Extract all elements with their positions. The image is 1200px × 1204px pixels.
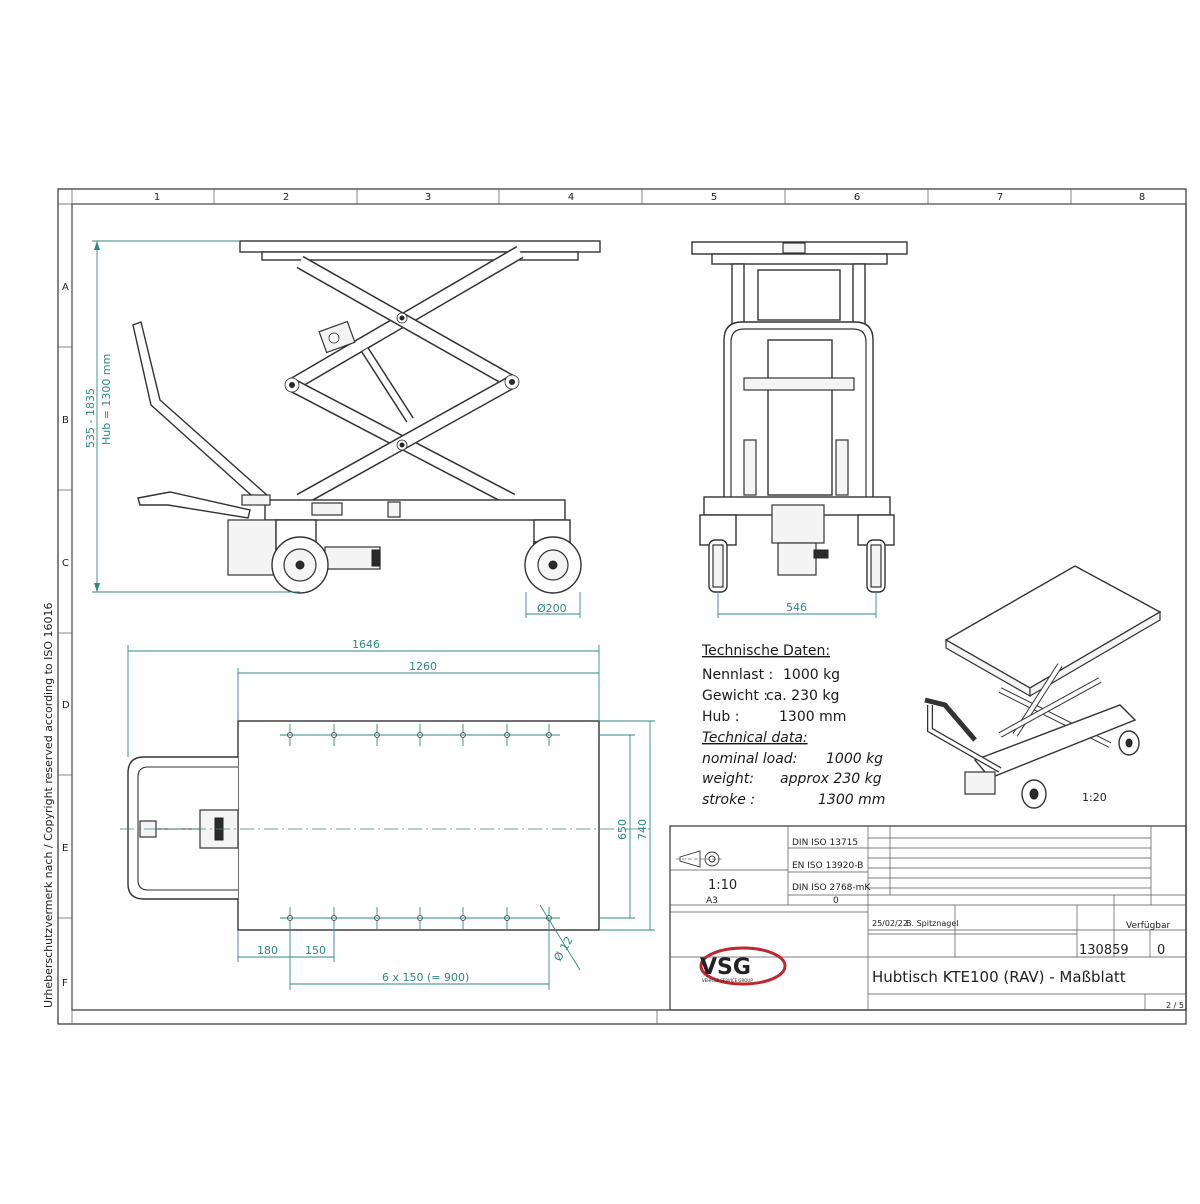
row-label-e: E — [62, 843, 68, 854]
col-label-3: 3 — [425, 192, 431, 203]
tech-de-value-1: ca. 230 kg — [766, 688, 839, 704]
tb-revision: 0 — [1157, 943, 1165, 958]
col-label-8: 8 — [1139, 192, 1145, 203]
tech-en-value-1: approx 230 kg — [780, 771, 882, 787]
logo-text: VSG — [700, 955, 751, 980]
tech-en-label-0: nominal load: — [702, 751, 797, 767]
column-grid: 1 2 3 4 5 6 7 8 — [154, 189, 1145, 204]
tb-status: Verfügbar — [1126, 921, 1171, 931]
tech-de-value-0: 1000 kg — [783, 667, 840, 683]
tb-standard-2: EN ISO 13920-B — [792, 861, 863, 871]
tech-en-value-0: 1000 kg — [826, 751, 883, 767]
top-dimensions: 1646 1260 650 740 180 150 6 x 150 (= 900… — [127, 638, 655, 990]
col-label-7: 7 — [997, 192, 1003, 203]
isometric-view: 1:20 — [924, 565, 1162, 809]
tech-de-label-0: Nennlast : — [702, 667, 773, 683]
col-label-6: 6 — [854, 192, 860, 203]
iso-scale-label: 1:20 — [1082, 791, 1107, 804]
tb-scale: 1:10 — [708, 878, 737, 893]
tech-en-label-2: stroke : — [702, 792, 755, 808]
col-label-4: 4 — [568, 192, 574, 203]
vsg-logo: VSG VEHICLE SERVICE GROUP — [699, 946, 787, 986]
title-block: DIN ISO 13715 EN ISO 13920-B DIN ISO 276… — [669, 825, 1187, 1011]
tb-drawn-by: B. Spitznagel — [906, 919, 958, 928]
tech-title-de: Technische Daten: — [701, 643, 830, 659]
row-grid: A B C D E F — [58, 282, 72, 989]
projection-symbol-icon — [676, 850, 724, 868]
tech-en-label-1: weight: — [702, 771, 754, 787]
row-label-b: B — [62, 415, 69, 426]
tech-de-label-2: Hub : — [702, 709, 739, 725]
col-label-5: 5 — [711, 192, 717, 203]
tech-de-value-2: 1300 mm — [779, 709, 846, 725]
tech-title-en: Technical data: — [702, 730, 808, 746]
tb-date: 25/02/22 — [872, 919, 908, 928]
top-view — [120, 720, 650, 931]
dim-hole-offset: 150 — [305, 944, 326, 957]
row-label-d: D — [62, 700, 70, 711]
tb-standard-3: DIN ISO 2768-mK — [792, 883, 871, 893]
col-label-1: 1 — [154, 192, 160, 203]
row-label-f: F — [62, 978, 68, 989]
dim-table-width: 650 — [616, 819, 629, 840]
dim-overall-width: 740 — [636, 819, 649, 840]
row-label-a: A — [62, 282, 69, 293]
logo-subtext: VEHICLE SERVICE GROUP — [702, 978, 753, 983]
side-dimensions: 535 - 1835 Hub = 1300 mm Ø200 — [84, 240, 581, 618]
technical-data: Technische Daten: Nennlast : 1000 kg Gew… — [701, 643, 885, 808]
tech-de-label-1: Gewicht : — [702, 688, 768, 704]
dim-table-length: 1260 — [409, 660, 437, 673]
dim-front-width: 546 — [786, 601, 807, 614]
front-dimensions: 546 — [717, 592, 877, 618]
tb-format: A3 — [706, 896, 718, 906]
hole-row-top — [280, 724, 560, 746]
tb-sheet: 2 / 5 — [1166, 1001, 1184, 1010]
tb-title: Hubtisch KTE100 (RAV) - Maßblatt — [872, 968, 1126, 986]
side-view — [132, 240, 601, 594]
tb-drawing-no: 130859 — [1079, 943, 1129, 958]
dim-height-range: 535 - 1835 — [84, 388, 97, 448]
dim-hole-spacing: 6 x 150 (= 900) — [382, 971, 469, 984]
tb-standard-1: DIN ISO 13715 — [792, 838, 858, 848]
col-label-2: 2 — [283, 192, 289, 203]
copyright-note: Urheberschutzvermerk nach / Copyright re… — [42, 603, 55, 1008]
dim-stroke: Hub = 1300 mm — [100, 354, 113, 445]
dim-hole-diameter: Ø 12 — [551, 934, 575, 963]
dim-edge-offset: 180 — [257, 944, 278, 957]
tb-weight: 0 — [833, 896, 839, 906]
dim-overall-length: 1646 — [352, 638, 380, 651]
row-label-c: C — [62, 558, 69, 569]
dim-wheel-diameter: Ø200 — [537, 602, 567, 615]
tech-en-value-2: 1300 mm — [818, 792, 885, 808]
front-view — [691, 241, 908, 593]
